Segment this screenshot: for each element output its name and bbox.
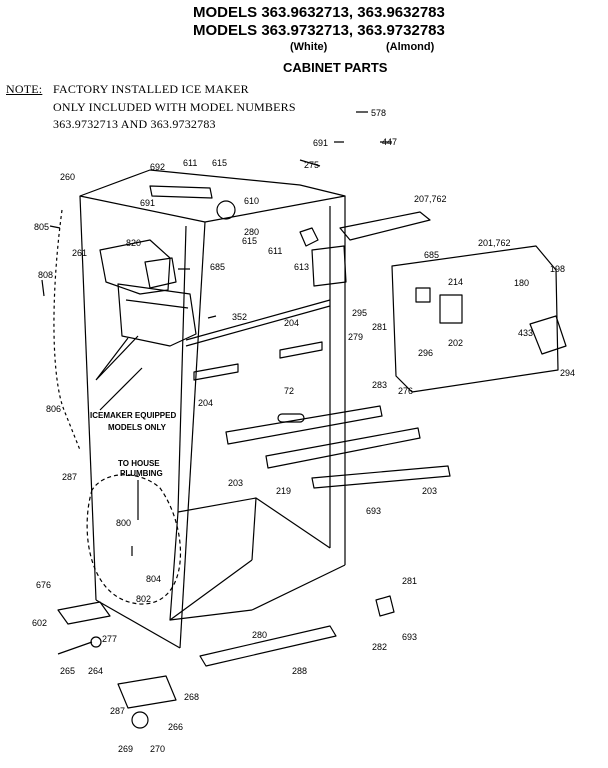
part-label: 685 — [424, 250, 439, 260]
part-label: 433 — [518, 328, 533, 338]
part-label: 264 — [88, 666, 103, 676]
part-label: 214 — [448, 277, 463, 287]
plumbing-callout-2: PLUMBING — [120, 469, 163, 478]
note-label: NOTE: — [6, 82, 43, 96]
part-label: 269 — [118, 744, 133, 754]
part-label: 287 — [110, 706, 125, 716]
color-almond: (Almond) — [386, 41, 435, 53]
part-label: 610 — [244, 196, 259, 206]
part-label: 201,762 — [478, 238, 511, 248]
plumbing-callout-1: TO HOUSE — [118, 459, 160, 468]
part-label: 611 — [183, 158, 197, 168]
part-label: 280 — [244, 227, 259, 237]
part-label: 275 — [304, 160, 319, 170]
part-label: 295 — [352, 308, 367, 318]
part-label: 180 — [514, 278, 529, 288]
part-label: 203 — [228, 478, 243, 488]
part-label: 268 — [184, 692, 199, 702]
part-label: 820 — [126, 238, 141, 248]
part-label: 266 — [168, 722, 183, 732]
part-label: 203 — [422, 486, 437, 496]
part-label: 202 — [448, 338, 463, 348]
part-label: 283 — [372, 380, 387, 390]
part-label: 276 — [398, 386, 413, 396]
part-label: 806 — [46, 404, 61, 414]
icemaker-callout-1: ICEMAKER EQUIPPED — [90, 411, 176, 420]
note-line-1: FACTORY INSTALLED ICE MAKER — [53, 82, 249, 96]
part-label: 685 — [210, 262, 225, 272]
part-label: 207,762 — [414, 194, 447, 204]
part-label: 204 — [198, 398, 213, 408]
part-label: 676 — [36, 580, 51, 590]
part-label: 260 — [60, 172, 75, 182]
part-label: 296 — [418, 348, 433, 358]
part-label: 615 — [212, 158, 227, 168]
part-label: 279 — [348, 332, 363, 342]
part-label: 287 — [62, 472, 77, 482]
part-label: 281 — [402, 576, 417, 586]
part-label: 802 — [136, 594, 151, 604]
part-label: 613 — [294, 262, 309, 272]
part-label: 352 — [232, 312, 247, 322]
part-label: 219 — [276, 486, 291, 496]
color-white: (White) — [290, 41, 328, 53]
part-label: 691 — [140, 198, 155, 208]
part-label: 277 — [102, 634, 117, 644]
part-label: 204 — [284, 318, 299, 328]
part-label: 615 — [242, 236, 257, 246]
part-label: 692 — [150, 162, 165, 172]
part-label: 198 — [550, 264, 565, 274]
callouts: ICEMAKER EQUIPPED MODELS ONLY TO HOUSE P… — [90, 411, 176, 478]
part-label: 294 — [560, 368, 575, 378]
part-label: 281 — [372, 322, 387, 332]
part-label: 611 — [268, 246, 282, 256]
icemaker-callout-2: MODELS ONLY — [108, 423, 167, 432]
part-labels: 578 447 691 275 692 611 615 691 610 615 … — [32, 108, 575, 754]
part-label: 578 — [371, 108, 386, 118]
part-label: 800 — [116, 518, 131, 528]
part-label: 804 — [146, 574, 161, 584]
model-line-1: MODELS 363.9632713, 363.9632783 — [193, 4, 445, 21]
part-label: 72 — [284, 386, 294, 396]
part-label: 265 — [60, 666, 75, 676]
part-label: 261 — [72, 248, 87, 258]
part-label: 808 — [38, 270, 53, 280]
part-label: 282 — [372, 642, 387, 652]
note-line-2: ONLY INCLUDED WITH MODEL NUMBERS — [53, 100, 296, 114]
part-label: 691 — [313, 138, 328, 148]
part-label: 288 — [292, 666, 307, 676]
part-label: 805 — [34, 222, 49, 232]
part-label: 693 — [402, 632, 417, 642]
part-label: 270 — [150, 744, 165, 754]
part-label: 280 — [252, 630, 267, 640]
note-line-3: 363.9732713 AND 363.9732783 — [53, 117, 216, 131]
cabinet-drawing — [41, 111, 567, 729]
diagram-title: CABINET PARTS — [283, 60, 388, 75]
model-line-2: MODELS 363.9732713, 363.9732783 — [193, 22, 445, 39]
part-label: 602 — [32, 618, 47, 628]
part-label: 447 — [382, 137, 397, 147]
part-label: 693 — [366, 506, 381, 516]
